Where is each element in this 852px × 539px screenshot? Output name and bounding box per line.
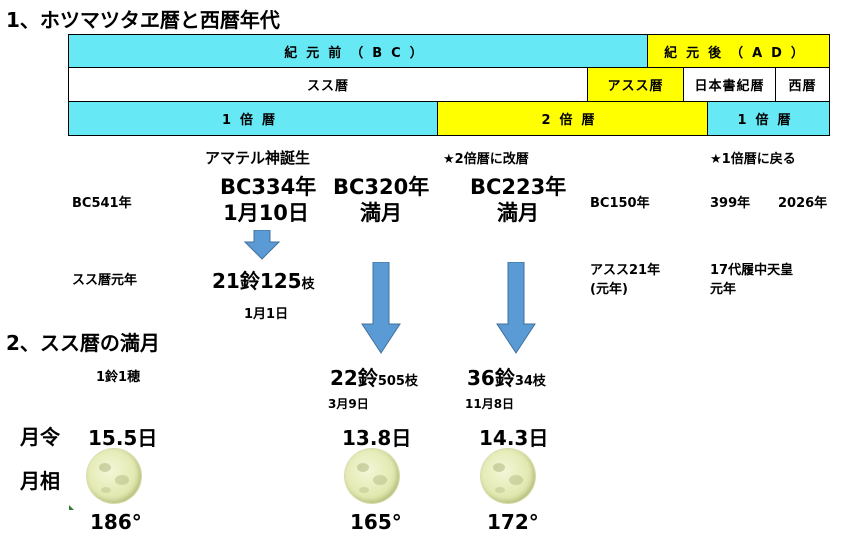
fullmoon-2-date: 11月8日	[465, 397, 515, 411]
year-2026: 2026年	[778, 196, 828, 211]
event-bc320: BC320年 満月	[333, 174, 429, 226]
richu-emperor: 17代履中天皇 元年	[710, 261, 793, 299]
unit-note: 1鈴1穂	[96, 370, 141, 385]
note-amateru: アマテル神誕生	[205, 149, 311, 167]
susu-first-main: 21鈴125	[212, 269, 302, 293]
fullmoon-1-main: 22鈴	[330, 366, 378, 390]
corner-marker-icon	[69, 505, 74, 510]
fullmoon-2-main: 36鈴	[467, 366, 515, 390]
asusu-21-line1: アスス21年	[590, 263, 661, 278]
asusu-21: アスス21年 (元年)	[590, 261, 660, 299]
cell-susu: スス暦	[68, 67, 588, 102]
moon-angle-3: 172°	[487, 510, 539, 534]
note-double-change: ★2倍暦に改暦	[443, 152, 529, 167]
moon-age-label: 月令	[20, 425, 60, 449]
event-bc320-label: 満月	[360, 201, 402, 225]
cell-seireki: 西暦	[775, 67, 830, 102]
event-bc223-year: BC223年	[470, 175, 567, 199]
cell-double: 2倍暦	[437, 101, 708, 136]
arrow-down-long-icon	[496, 262, 536, 354]
full-moon-icon	[345, 449, 399, 503]
fullmoon-1-count: 22鈴505枝	[330, 362, 418, 391]
cell-asusu: アスス暦	[587, 67, 684, 102]
susu-gannen: スス暦元年	[72, 273, 138, 288]
full-moon-icon	[481, 449, 535, 503]
fullmoon-1-date: 3月9日	[328, 397, 369, 411]
cell-single2: 1倍暦	[707, 101, 830, 136]
susu-first-suffix: 枝	[301, 277, 315, 292]
year-bc541: BC541年	[72, 196, 132, 211]
event-bc223: BC223年 満月	[470, 174, 566, 226]
event-bc223-label: 満月	[497, 201, 539, 225]
section1-heading: 1、ホツマツタヱ暦と西暦年代	[6, 8, 280, 32]
cell-single1: 1倍暦	[68, 101, 438, 136]
arrow-down-long-icon	[361, 262, 401, 354]
event-bc334-date: 1月10日	[223, 201, 309, 225]
asusu-21-line2: (元年)	[590, 282, 628, 297]
fullmoon-2-count: 36鈴34枝	[467, 362, 546, 391]
moon-phase-label: 月相	[20, 469, 60, 493]
event-bc334-year: BC334年	[220, 175, 317, 199]
cell-bc: 紀元前（BC）	[68, 34, 648, 68]
cell-nihonshoki: 日本書紀暦	[683, 67, 776, 102]
susu-first-count: 21鈴125枝	[212, 265, 315, 294]
note-single-return: ★1倍暦に戻る	[710, 152, 796, 167]
section2-heading: 2、スス暦の満月	[6, 331, 160, 355]
full-moon-icon	[87, 449, 141, 503]
moon-angle-2: 165°	[350, 510, 402, 534]
fullmoon-2-sub: 34枝	[514, 374, 546, 389]
year-bc150: BC150年	[590, 196, 650, 211]
susu-first-date: 1月1日	[244, 307, 289, 322]
arrow-down-short-icon	[244, 230, 280, 260]
event-bc320-year: BC320年	[333, 175, 430, 199]
year-399: 399年	[710, 196, 751, 211]
richu-line1: 17代履中天皇	[710, 263, 794, 278]
richu-line2: 元年	[710, 282, 737, 297]
event-bc334: BC334年 1月10日	[220, 174, 317, 226]
moon-angle-1: 186°	[90, 510, 142, 534]
moon-age-2: 13.8日	[342, 426, 412, 450]
moon-age-1: 15.5日	[88, 426, 158, 450]
fullmoon-1-sub: 505枝	[377, 374, 418, 389]
moon-age-3: 14.3日	[479, 426, 549, 450]
cell-ad: 紀元後（AD）	[647, 34, 830, 68]
